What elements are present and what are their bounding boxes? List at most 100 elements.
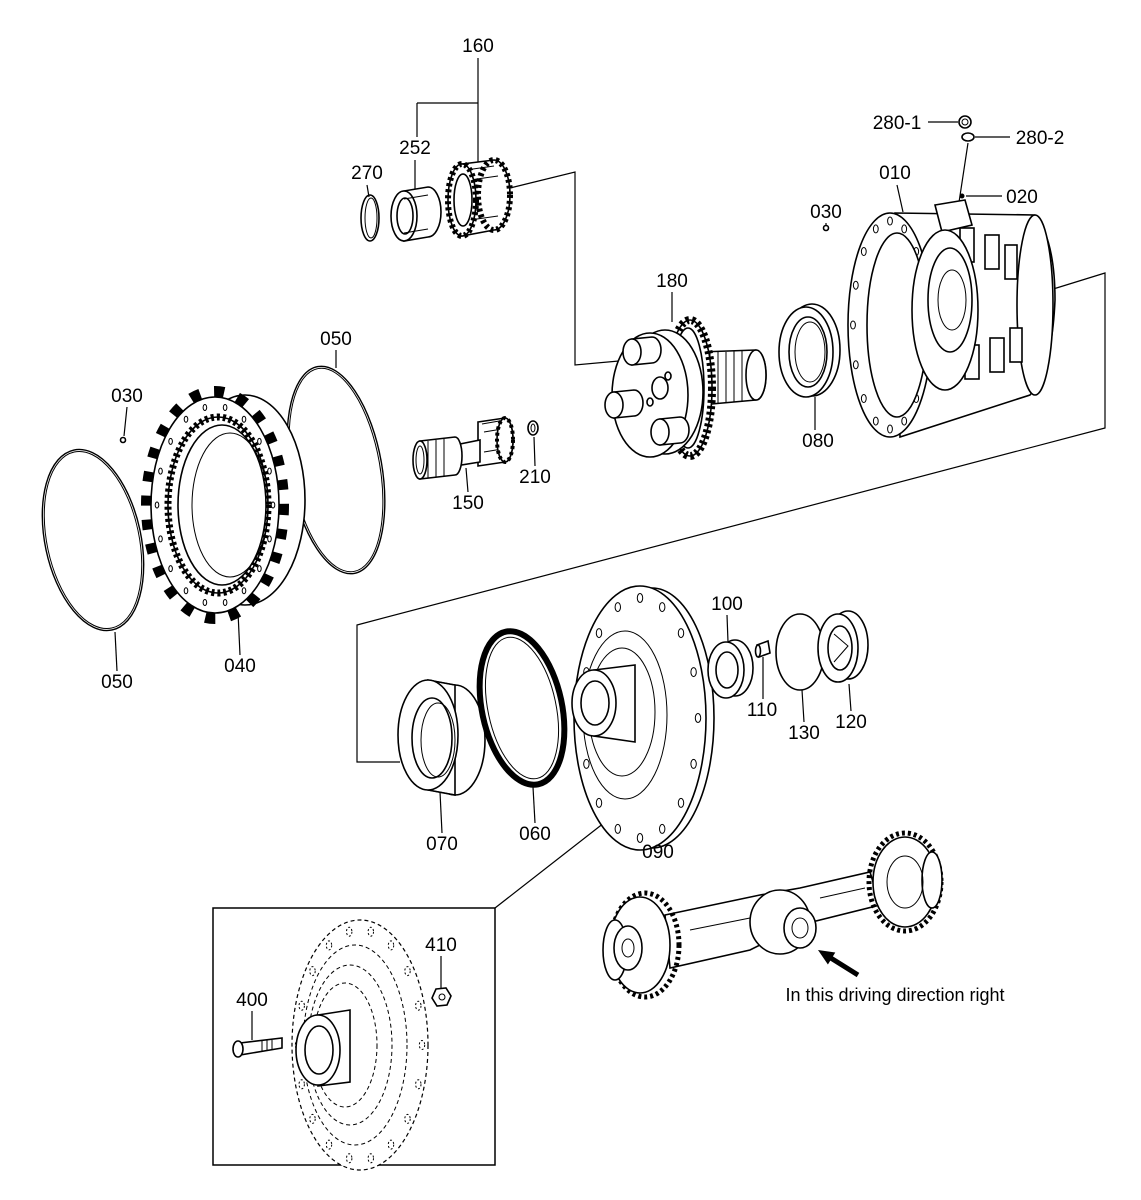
bolt-hole <box>694 713 702 723</box>
part-180-planet-carrier <box>604 316 767 460</box>
bolt-hole <box>595 628 603 639</box>
callout-130: 130 <box>788 723 820 744</box>
callout-110: 110 <box>747 700 777 721</box>
bolt-hole <box>270 501 276 509</box>
bolt-hole <box>222 599 228 606</box>
bolt-hole <box>257 565 262 573</box>
part-110-pin <box>754 639 771 659</box>
callout-400: 400 <box>236 990 268 1011</box>
bolt-hole <box>636 833 644 843</box>
bolt-hole <box>636 593 644 603</box>
bolt-hole <box>860 394 867 403</box>
direction-arrow <box>818 950 860 978</box>
callout-270: 270 <box>351 163 383 184</box>
part-020-plug <box>959 193 965 199</box>
callout-labels: 160 252 270 280-1 280-2 010 020 030 180 … <box>101 36 1064 1011</box>
leader-lines <box>114 58 1106 1040</box>
part-070-tapered-bearing <box>397 679 486 796</box>
bolt-hole <box>614 602 621 613</box>
bolt-hole <box>690 758 697 769</box>
bolt-hole <box>298 1079 305 1090</box>
bolt-hole <box>168 565 173 573</box>
callout-120: 120 <box>835 712 867 733</box>
bolt-hole <box>183 415 189 423</box>
callout-100: 100 <box>711 594 743 615</box>
part-040-ring-gear <box>141 386 306 624</box>
bolt-hole <box>168 437 173 445</box>
bolt-hole <box>659 823 666 834</box>
bolt-hole <box>887 424 893 434</box>
bolt-hole <box>677 797 685 808</box>
bolt-hole <box>860 247 867 256</box>
callout-060: 060 <box>519 824 551 845</box>
bolt-hole <box>257 437 262 445</box>
bolt-hole <box>404 1113 411 1124</box>
bolt-hole <box>346 1153 353 1164</box>
bolt-hole <box>222 404 228 411</box>
part-130-o-ring <box>775 613 825 691</box>
callout-040: 040 <box>224 656 256 677</box>
callout-050-lower: 050 <box>101 672 133 693</box>
part-060-seal-ring <box>476 628 568 788</box>
bolt-hole <box>183 587 189 595</box>
bolt-hole <box>850 320 856 330</box>
callout-010: 010 <box>879 163 911 184</box>
part-030-dowel-upper <box>822 224 830 232</box>
bolt-hole <box>202 404 208 411</box>
bolt-hole <box>298 1000 305 1011</box>
bolt-hole <box>583 758 590 769</box>
callout-050-upper: 050 <box>320 329 352 350</box>
inset-bolt-holes <box>294 926 426 1164</box>
callout-080: 080 <box>802 431 834 452</box>
bolt-hole <box>872 416 879 426</box>
callout-090: 090 <box>642 842 674 863</box>
bolt-hole <box>595 797 603 808</box>
bolt-hole <box>309 966 316 977</box>
part-010-housing <box>847 199 1056 439</box>
part-120-cover <box>817 610 869 683</box>
callout-280-1: 280-1 <box>873 113 922 134</box>
bolt-hole <box>202 599 208 606</box>
part-150-sun-shaft <box>412 416 515 480</box>
bolt-hole <box>614 823 621 834</box>
bolt-hole <box>415 1079 422 1090</box>
bolt-hole <box>241 587 247 595</box>
callout-030-left: 030 <box>111 386 143 407</box>
bolt-hole <box>872 224 879 234</box>
callout-180: 180 <box>656 271 688 292</box>
bolt-hole <box>901 224 908 234</box>
bolt-hole <box>387 940 395 951</box>
bolt-hole <box>677 628 685 639</box>
part-270-snap-ring <box>360 194 380 242</box>
bolt-hole <box>158 467 163 475</box>
part-100-bearing <box>707 639 754 699</box>
bolt-hole <box>309 1113 316 1124</box>
callout-150: 150 <box>452 493 484 514</box>
bolt-hole <box>852 280 859 290</box>
right-wheel-hub <box>866 830 944 934</box>
callout-280-2: 280-2 <box>1016 128 1065 149</box>
bolt-hole <box>154 501 160 509</box>
bolt-hole <box>325 1139 333 1150</box>
part-160-planet-gear <box>445 157 513 239</box>
ring-gear-holes <box>154 404 276 606</box>
inset-detail <box>212 907 496 1171</box>
bolt-hole <box>267 467 272 475</box>
part-080-tapered-bearing <box>778 303 841 398</box>
left-wheel-hub <box>602 890 682 1000</box>
bolt-hole <box>690 667 697 678</box>
bolt-hole <box>241 415 247 423</box>
bolt-hole <box>367 926 374 937</box>
callout-410: 410 <box>425 935 457 956</box>
part-400-wheel-bolt <box>232 1037 283 1058</box>
bolt-hole <box>325 940 333 951</box>
callout-252: 252 <box>399 138 431 159</box>
part-210-ring <box>527 420 539 436</box>
callout-160: 160 <box>462 36 494 57</box>
part-030-dowel-left <box>119 436 127 444</box>
bolt-hole <box>415 1000 422 1011</box>
callout-020: 020 <box>1006 187 1038 208</box>
callout-030-upper: 030 <box>810 202 842 223</box>
